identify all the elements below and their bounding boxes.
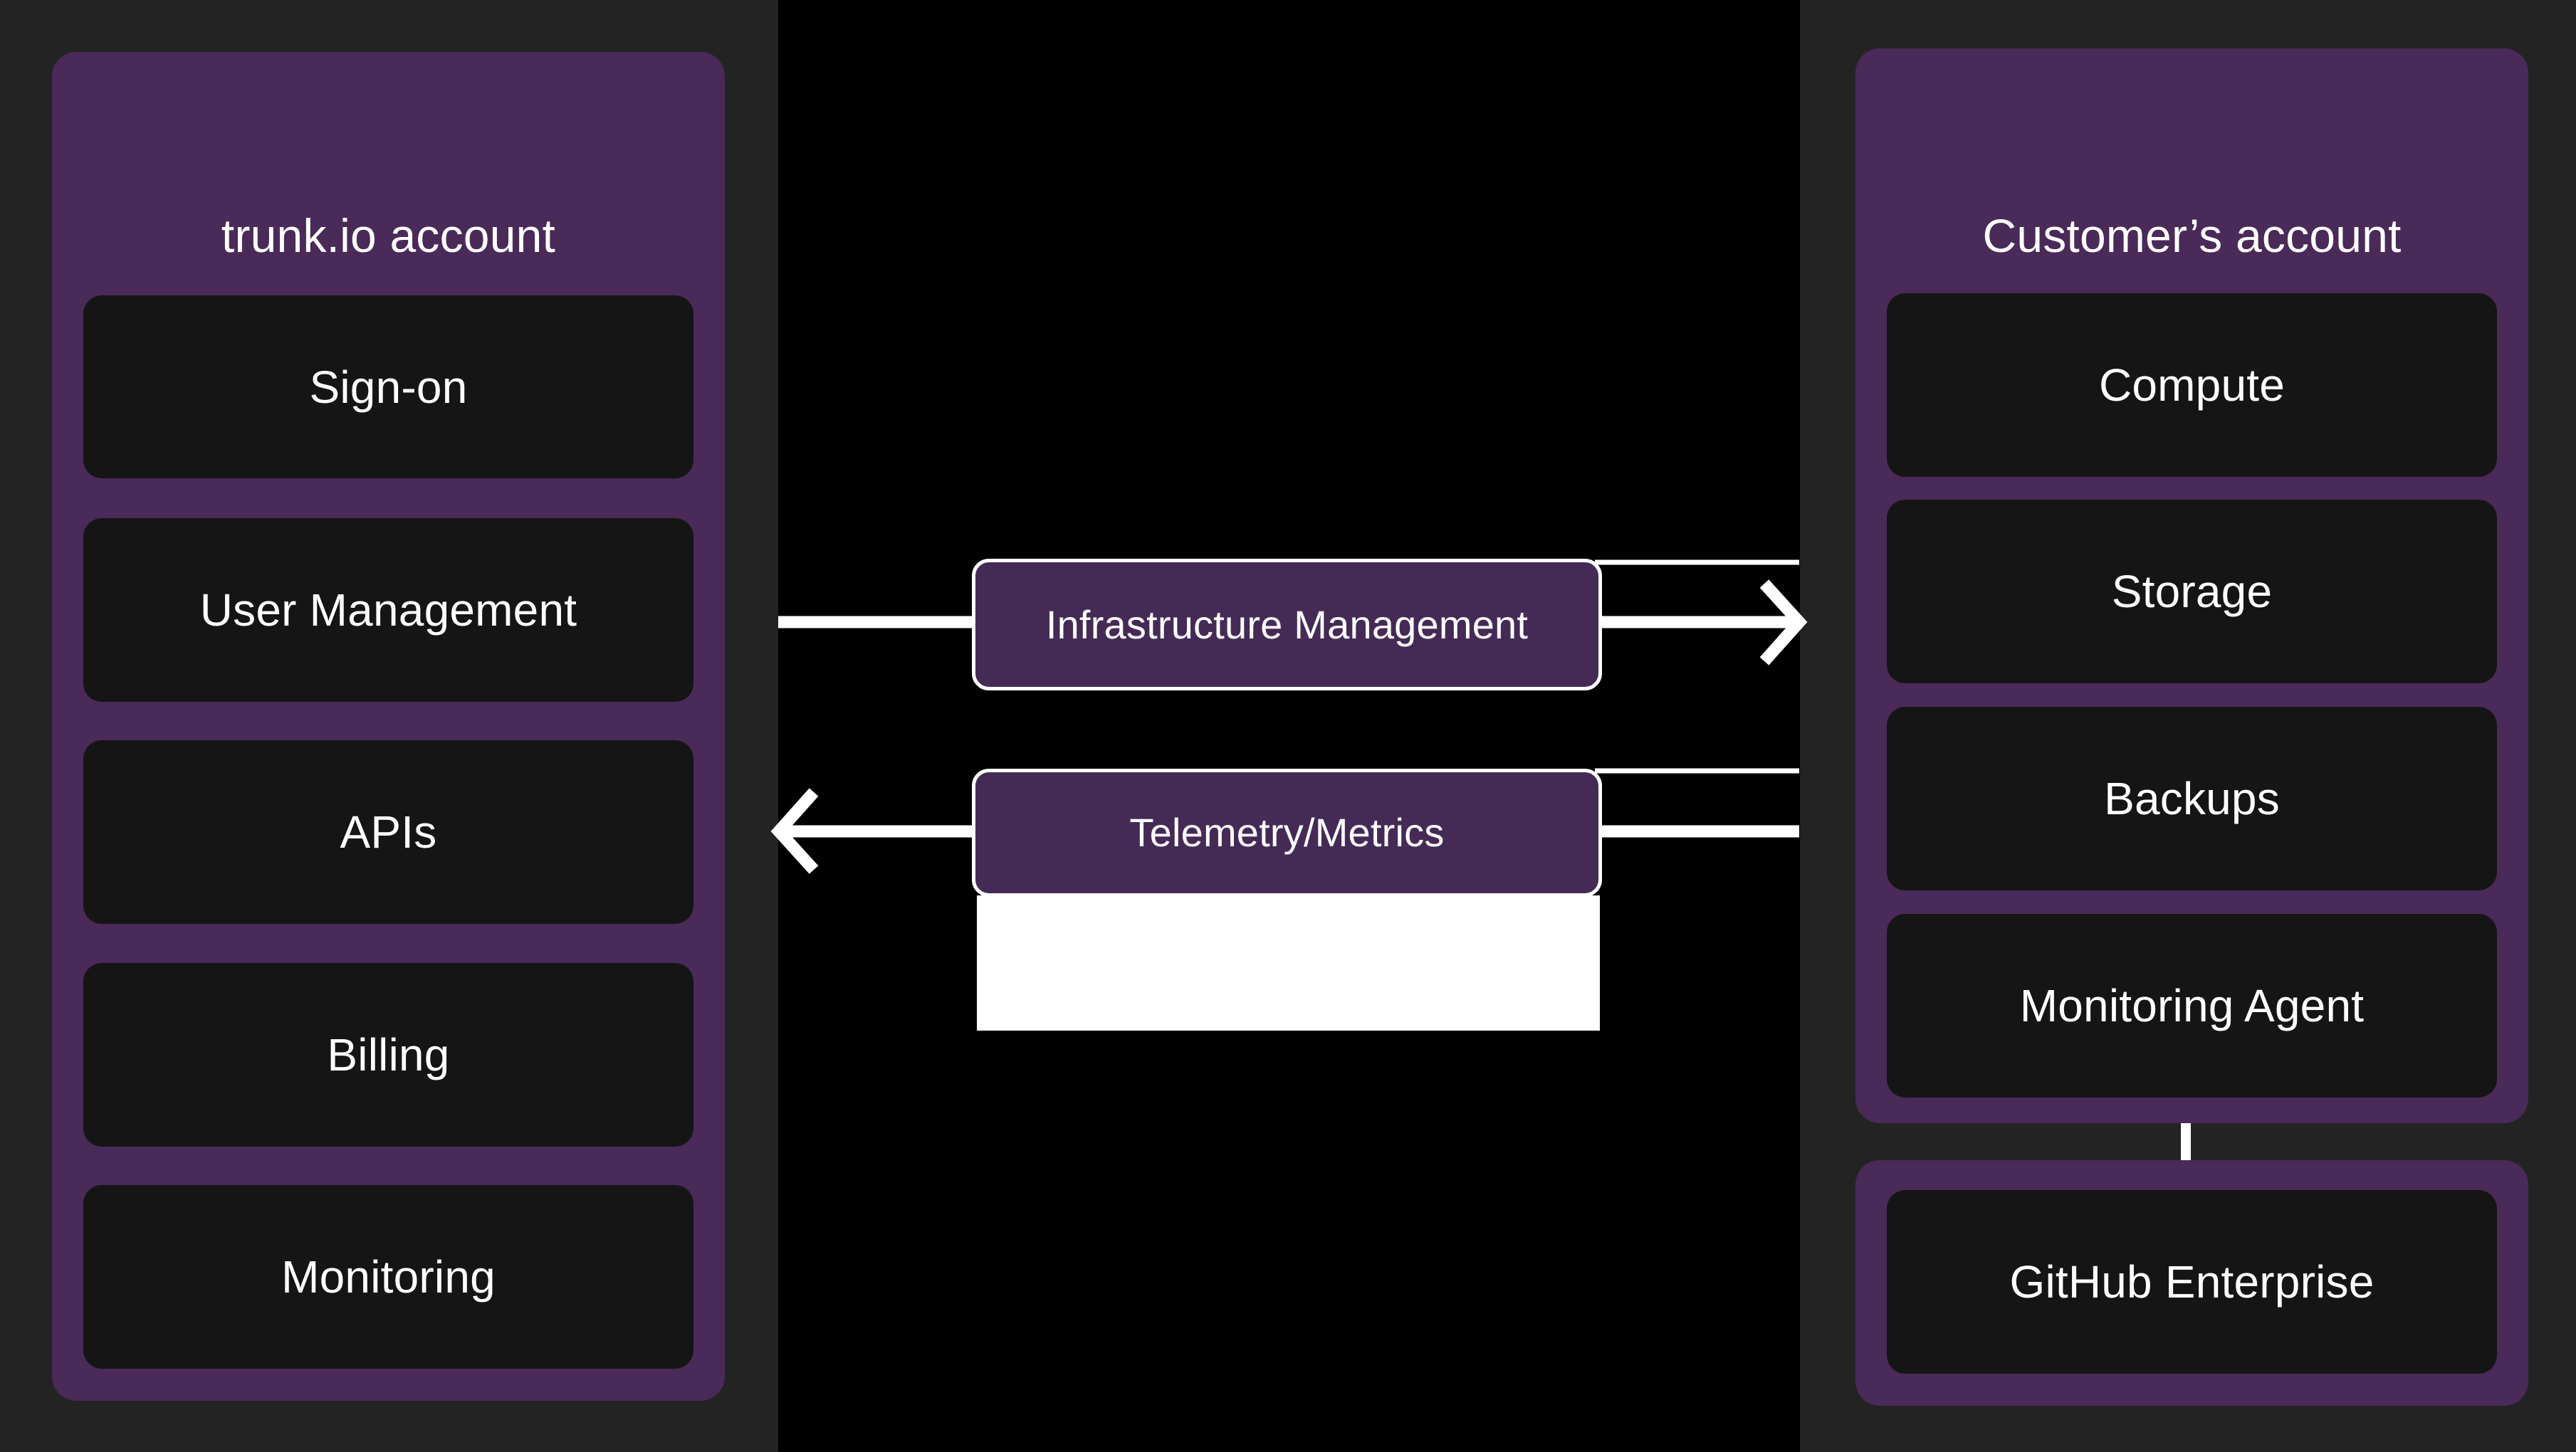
arrowhead-left-icon	[770, 788, 819, 874]
tile-compute[interactable]: Compute	[1887, 293, 2497, 477]
tile-apis[interactable]: APIs	[83, 740, 693, 924]
tile-github-enterprise[interactable]: GitHub Enterprise	[1887, 1190, 2497, 1374]
tile-label: GitHub Enterprise	[2009, 1256, 2375, 1308]
telemetry-white-block	[977, 895, 1600, 1031]
tile-label: Backups	[2104, 773, 2280, 824]
arrowhead-right-icon	[1759, 579, 1808, 666]
connector-label: Telemetry/Metrics	[1129, 810, 1445, 855]
trunk-account-title: trunk.io account	[221, 209, 556, 262]
tile-label: Monitoring	[281, 1251, 496, 1303]
tile-label: Billing	[327, 1029, 450, 1080]
tile-label: APIs	[340, 806, 437, 858]
monitoring-agent-to-github-connector-line	[2181, 1123, 2191, 1160]
tile-label: Sign-on	[309, 361, 468, 413]
tile-label: User Management	[199, 584, 577, 636]
tile-billing[interactable]: Billing	[83, 963, 693, 1147]
tile-storage[interactable]: Storage	[1887, 500, 2497, 683]
customer-account-title: Customer’s account	[1982, 209, 2402, 262]
tile-monitoring[interactable]: Monitoring	[83, 1185, 693, 1369]
connector-box-telemetry-metrics[interactable]: Telemetry/Metrics	[972, 769, 1602, 897]
tile-label: Compute	[2098, 359, 2286, 411]
tile-label: Monitoring Agent	[2019, 980, 2365, 1031]
tile-user-management[interactable]: User Management	[83, 518, 693, 702]
connector-label: Infrastructure Management	[1045, 601, 1529, 647]
connector-box-infrastructure-management[interactable]: Infrastructure Management	[972, 559, 1602, 690]
tile-monitoring-agent[interactable]: Monitoring Agent	[1887, 914, 2497, 1098]
trunk-account-group: trunk.io account	[52, 52, 725, 1401]
tile-backups[interactable]: Backups	[1887, 707, 2497, 890]
tile-label: Storage	[2111, 566, 2273, 617]
tile-sign-on[interactable]: Sign-on	[83, 295, 693, 478]
